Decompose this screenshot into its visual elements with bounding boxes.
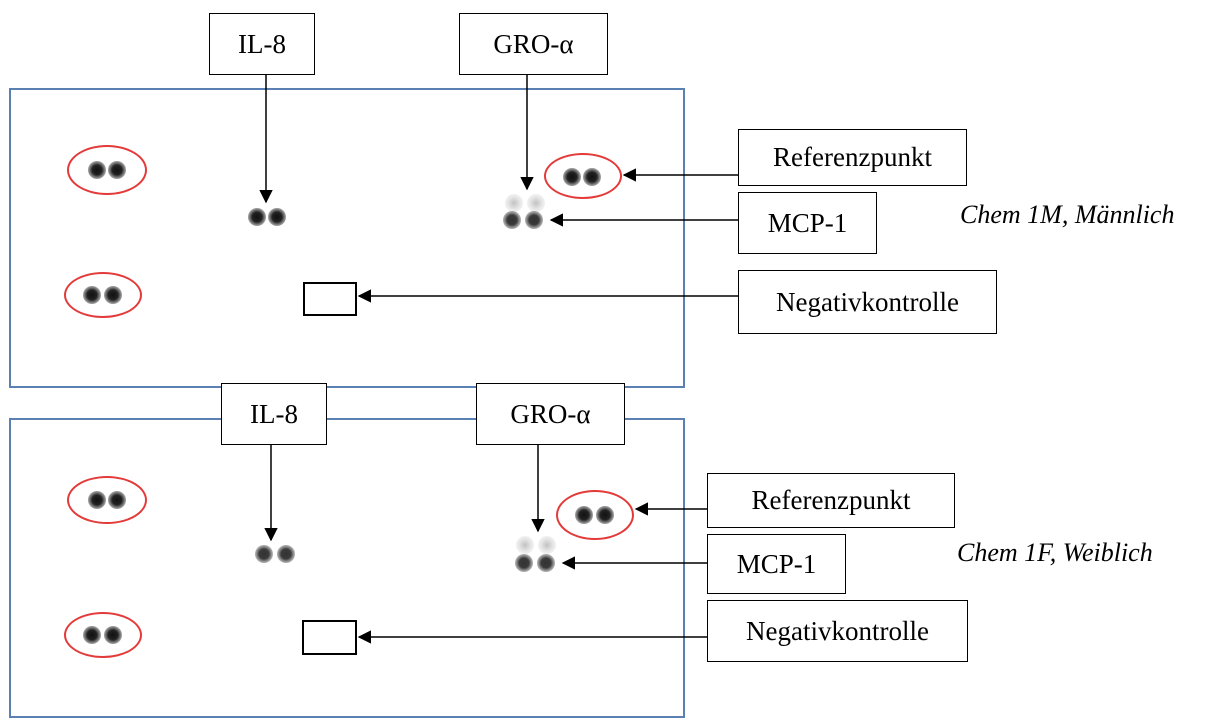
gro-alpha-label: GRO-α: [459, 13, 608, 75]
mcp1-spot: [537, 554, 555, 572]
reference-point-label: Referenzpunkt: [738, 129, 967, 186]
gro-alpha-spot: [538, 536, 556, 554]
mcp1-label: MCP-1: [707, 534, 846, 594]
il8-spot: [248, 208, 266, 226]
negative-control-box: [302, 620, 357, 655]
reference-point-label: Referenzpunkt: [707, 473, 955, 528]
gro-alpha-spot: [527, 194, 545, 212]
reference-ring-left-bottom: [64, 272, 142, 318]
mcp1-spot: [515, 554, 533, 572]
sample-caption-male: Chem 1M, Männlich: [960, 200, 1175, 229]
membrane-panel-male: [9, 88, 685, 388]
spot: [108, 491, 126, 509]
negative-control-label: Negativkontrolle: [707, 600, 968, 662]
spot: [83, 286, 101, 304]
spot: [575, 506, 593, 524]
gro-alpha-label: GRO-α: [476, 383, 625, 445]
reference-ring-right: [544, 153, 622, 199]
reference-ring-left-top: [67, 476, 147, 524]
spot: [104, 626, 122, 644]
il8-spot: [277, 545, 295, 563]
negative-control-box: [303, 282, 357, 316]
il8-label: IL-8: [209, 13, 315, 75]
il8-spot: [268, 208, 286, 226]
spot: [104, 286, 122, 304]
mcp1-label: MCP-1: [738, 192, 877, 254]
spot: [88, 491, 106, 509]
reference-ring-left-bottom: [64, 612, 142, 658]
reference-ring-left-top: [67, 145, 147, 195]
mcp1-spot: [503, 211, 521, 229]
spot: [583, 168, 601, 186]
spot: [596, 506, 614, 524]
negative-control-label: Negativkontrolle: [738, 270, 997, 334]
annotation-arrows: [259, 75, 738, 644]
mcp1-spot: [525, 211, 543, 229]
il8-label: IL-8: [221, 383, 327, 445]
spot: [563, 168, 581, 186]
gro-alpha-spot: [516, 536, 534, 554]
spot: [108, 161, 126, 179]
sample-caption-female: Chem 1F, Weiblich: [957, 538, 1153, 567]
gro-alpha-spot: [505, 194, 523, 212]
spot: [83, 626, 101, 644]
spot: [88, 161, 106, 179]
reference-ring-right: [556, 490, 634, 540]
array-comparison-figure: IL-8 GRO-α Referenzpunkt MCP-1 Negativko…: [9, 13, 1175, 718]
il8-spot: [255, 545, 273, 563]
